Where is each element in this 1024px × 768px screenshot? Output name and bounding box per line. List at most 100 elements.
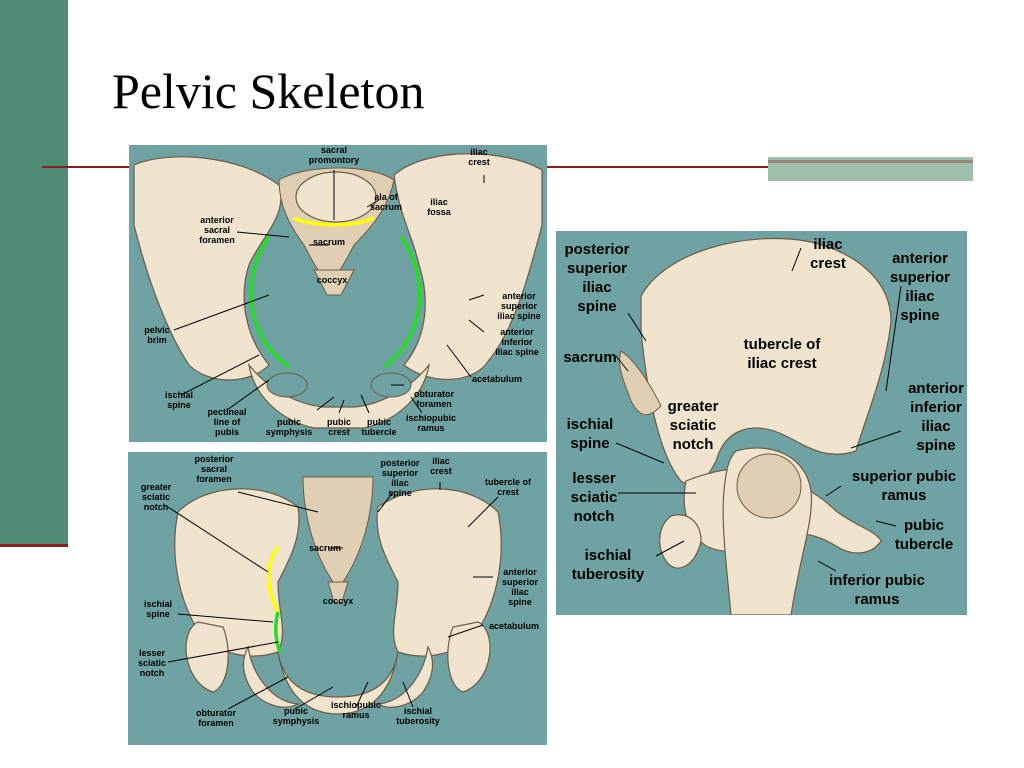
lbl-psis-b-2: superior <box>382 468 419 478</box>
lbl-obturator-foramen-b-1: obturator <box>196 708 236 718</box>
lbl-iliac-fossa-1: iliac <box>430 197 448 207</box>
lbl-asis-a-2: superior <box>501 301 538 311</box>
svg-text:coccyx: coccyx <box>323 596 354 606</box>
lbl-aiis-a-2: inferior <box>501 337 533 347</box>
lbl-asis-a-1: anterior <box>502 291 536 301</box>
lbl-sacrum-a: sacrum <box>313 237 345 247</box>
svg-text:sacrum: sacrum <box>309 543 341 553</box>
lbl-greater-sciatic-c-3: notch <box>673 436 714 453</box>
lbl-pubic-crest-1: pubic <box>327 417 351 427</box>
side-band <box>0 0 68 546</box>
lbl-tubercle-of-crest-1: tubercle of <box>485 477 532 487</box>
lbl-asis-c-3: iliac <box>905 288 934 305</box>
lbl-greater-sciatic-b-2: sciatic <box>142 492 170 502</box>
lbl-psis-b-4: spine <box>388 488 412 498</box>
svg-text:sacrum: sacrum <box>563 349 616 366</box>
lbl-lesser-sciatic-b-1: lesser <box>139 648 166 658</box>
lbl-coccyx-b: coccyx <box>323 596 354 606</box>
lbl-iliac-crest-b-1: iliac <box>432 456 450 466</box>
lbl-anterior-sacral-foramen-3: foramen <box>199 235 235 245</box>
lbl-lesser-sciatic-b-2: sciatic <box>138 658 166 668</box>
lbl-greater-sciatic-b-1: greater <box>141 482 172 492</box>
lbl-asis-c-1: anterior <box>892 250 948 267</box>
lbl-pelvic-brim-2: brim <box>147 335 167 345</box>
accent-bar <box>768 157 973 181</box>
lbl-aiis-c-3: iliac <box>921 418 950 435</box>
lbl-ischiopubic-b-2: ramus <box>342 710 369 720</box>
lbl-obturator-foramen-a-1: obturator <box>414 389 454 399</box>
side-band-underline <box>0 544 68 547</box>
lbl-aiis-a-1: anterior <box>500 327 534 337</box>
lbl-inferior-pubic-ramus-2: ramus <box>854 591 899 608</box>
lbl-posterior-sacral-foramen-1: posterior <box>194 454 234 464</box>
lbl-lesser-sciatic-c-3: notch <box>574 508 615 525</box>
lbl-ischial-spine-c-2: spine <box>570 435 609 452</box>
lbl-pectineal-3: pubis <box>215 427 239 437</box>
lbl-ischial-tuberosity-c-2: tuberosity <box>572 566 645 583</box>
lbl-sacrum-c: sacrum <box>563 349 616 366</box>
lbl-psis-c-1: posterior <box>564 241 629 258</box>
lbl-obturator-foramen-b-2: foramen <box>198 718 234 728</box>
lbl-pubic-symphysis-b-1: pubic <box>284 706 308 716</box>
lbl-greater-sciatic-b-3: notch <box>144 502 169 512</box>
lbl-psis-c-4: spine <box>577 298 616 315</box>
lbl-pubic-symphysis-a-1: pubic <box>277 417 301 427</box>
lbl-iliac-fossa-2: fossa <box>427 207 452 217</box>
lbl-anterior-sacral-foramen-2: sacral <box>204 225 230 235</box>
lbl-pubic-symphysis-a-2: symphysis <box>266 427 313 437</box>
lbl-posterior-sacral-foramen-3: foramen <box>196 474 232 484</box>
lbl-acetabulum-b: acetabulum <box>489 621 539 631</box>
svg-text:sacrum: sacrum <box>313 237 345 247</box>
lbl-tubercle-of-crest-2: crest <box>497 487 519 497</box>
lbl-sacral-promontory-2: promontory <box>309 155 360 165</box>
lbl-pubic-tubercle-a-2: tubercle <box>361 427 396 437</box>
lbl-psis-c-3: iliac <box>582 279 611 296</box>
svg-text:coccyx: coccyx <box>317 275 348 285</box>
lbl-superior-pubic-ramus-2: ramus <box>881 487 926 504</box>
lbl-ischiopubic-a-2: ramus <box>417 423 444 433</box>
lbl-sacral-promontory-1: sacral <box>321 145 347 155</box>
slide-title: Pelvic Skeleton <box>112 63 425 119</box>
lbl-pelvic-brim-1: pelvic <box>144 325 170 335</box>
lbl-iliac-crest-a-1: iliac <box>470 147 488 157</box>
lbl-pubic-tubercle-c-2: tubercle <box>895 536 953 553</box>
lbl-asis-c-4: spine <box>900 307 939 324</box>
lbl-lesser-sciatic-c-1: lesser <box>572 470 616 487</box>
lbl-pubic-tubercle-a-1: pubic <box>367 417 391 427</box>
lbl-pubic-crest-2: crest <box>328 427 350 437</box>
lbl-ischiopubic-b-1: ischiopubic <box>331 700 381 710</box>
lbl-ischial-spine-a-2: spine <box>167 400 191 410</box>
lbl-greater-sciatic-c-2: sciatic <box>670 417 717 434</box>
lbl-iliac-crest-c-1: iliac <box>813 236 842 253</box>
lbl-coccyx-a: coccyx <box>317 275 348 285</box>
lbl-posterior-sacral-foramen-2: sacral <box>201 464 227 474</box>
lbl-pubic-symphysis-b-2: symphysis <box>273 716 320 726</box>
lbl-sacrum-b: sacrum <box>309 543 341 553</box>
lbl-iliac-crest-c-2: crest <box>810 255 846 272</box>
